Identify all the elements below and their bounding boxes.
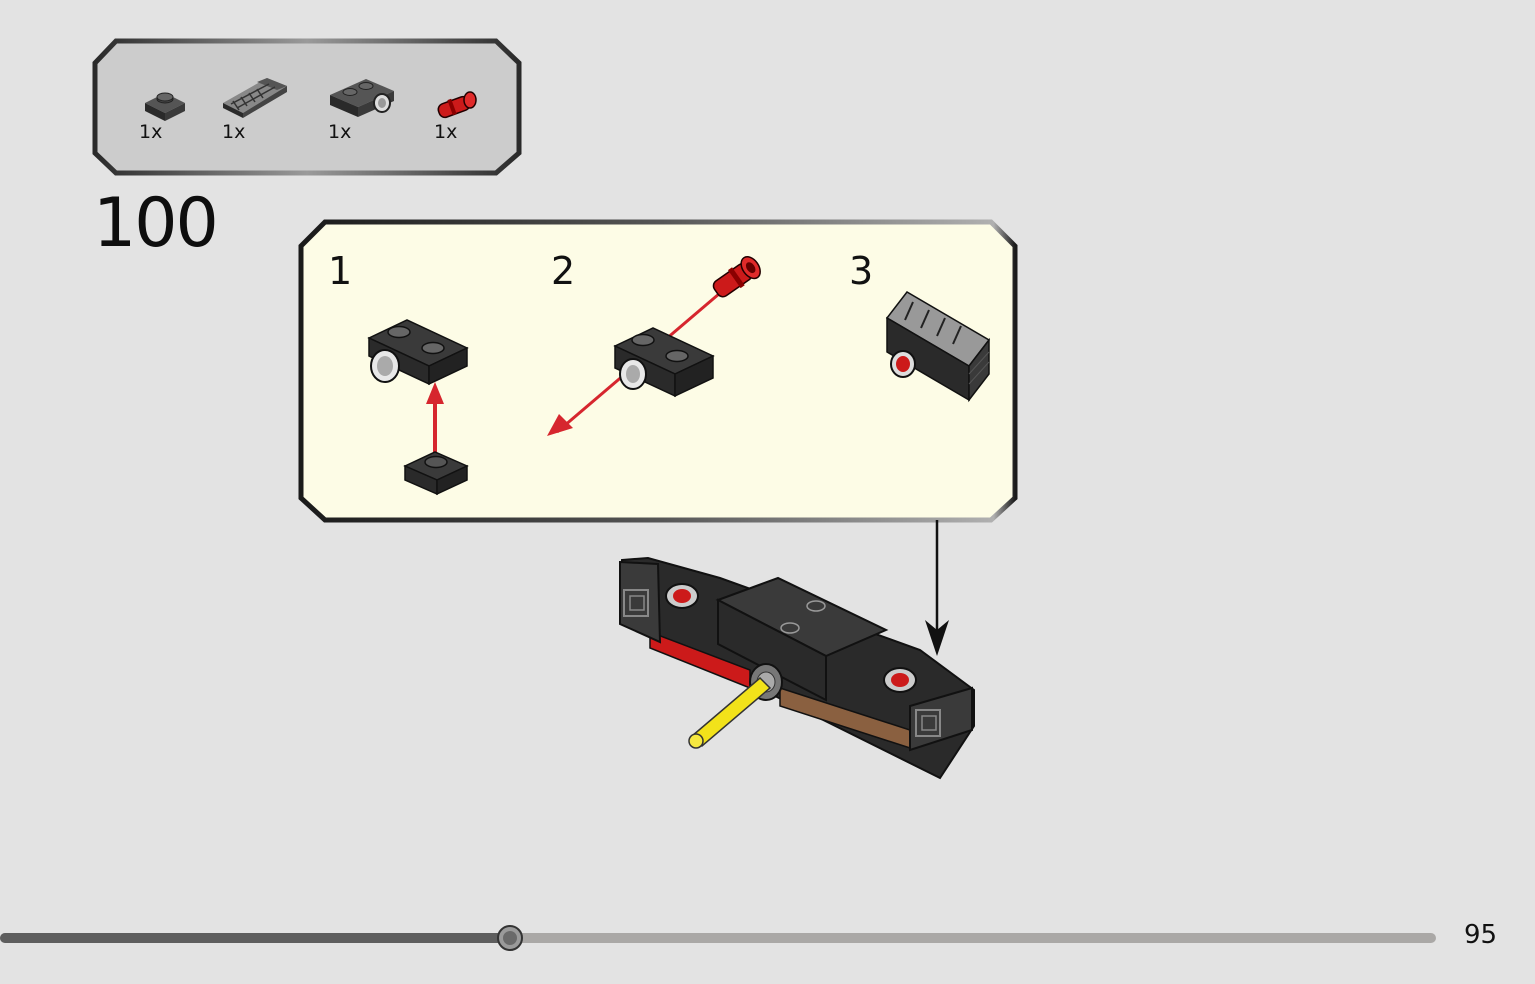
placement-arrow — [925, 520, 949, 656]
progress-track — [0, 925, 1436, 951]
plate-pin-hole-icon — [330, 79, 394, 117]
page-progress-bar[interactable] — [0, 924, 1440, 954]
substep-3-illustration — [885, 291, 991, 403]
assembly-model — [619, 556, 975, 780]
parts-list-panel: 1x 1x 1x — [92, 38, 522, 176]
progress-thumb[interactable] — [497, 925, 523, 951]
part-quantity: 1x — [328, 121, 352, 143]
red-pin-icon — [437, 91, 477, 119]
progress-fill — [0, 933, 510, 943]
substep-number: 1 — [328, 249, 353, 293]
parts-list-item-plate-1x1: 1x — [132, 38, 222, 176]
parts-list-item-plate-1x2-pin-hole: 1x — [324, 38, 414, 176]
plate-1x1-icon — [145, 92, 185, 121]
substep-2-illustration — [547, 256, 761, 436]
main-assembly-illustration — [600, 520, 990, 790]
step-number: 100 — [93, 184, 219, 263]
parts-list-item-technic-pin: 1x — [430, 38, 520, 176]
part-quantity: 1x — [139, 121, 163, 143]
substep-1-illustration — [367, 319, 469, 496]
page-number: 95 — [1464, 920, 1498, 950]
substep-number: 2 — [551, 249, 576, 293]
part-quantity: 1x — [222, 121, 246, 143]
sub-assembly-callout: 1 2 3 — [297, 218, 1019, 524]
part-quantity: 1x — [434, 121, 458, 143]
substep-number: 3 — [849, 249, 874, 293]
slope-grille-icon — [223, 78, 287, 118]
parts-list-frame — [92, 38, 522, 176]
parts-list-item-slope-grille: 1x — [217, 38, 307, 176]
